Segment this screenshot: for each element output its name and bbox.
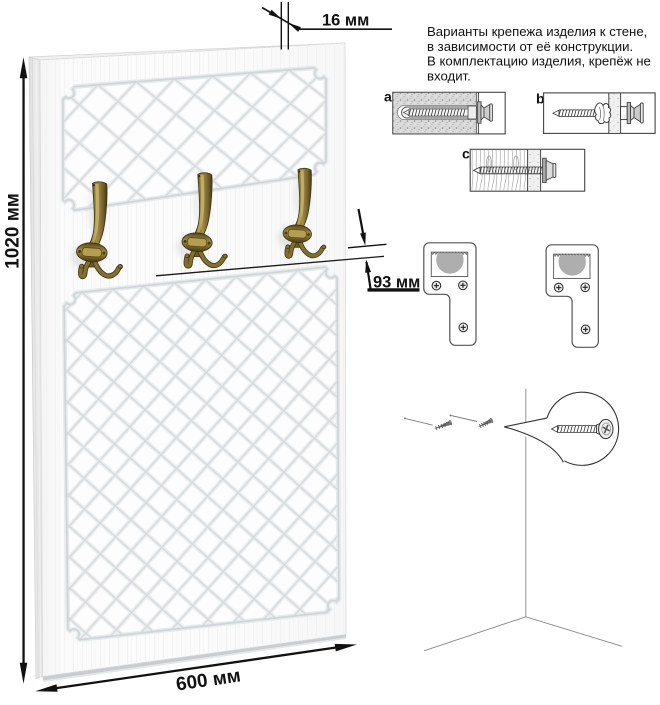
- svg-text:c: c: [462, 146, 470, 162]
- svg-text:1020 мм: 1020 мм: [3, 193, 24, 269]
- svg-text:Варианты крепежа изделия к сте: Варианты крепежа изделия к стене,: [427, 24, 647, 39]
- svg-text:входит.: входит.: [427, 69, 471, 84]
- svg-text:16 мм: 16 мм: [322, 12, 369, 30]
- svg-text:a: a: [384, 89, 392, 105]
- svg-text:93 мм: 93 мм: [373, 274, 420, 292]
- svg-text:b: b: [536, 91, 545, 107]
- svg-text:в зависимости от её конструкци: в зависимости от её конструкции.: [427, 39, 633, 54]
- svg-text:В комплектацию изделия, крепёж: В комплектацию изделия, крепёж не: [427, 54, 651, 69]
